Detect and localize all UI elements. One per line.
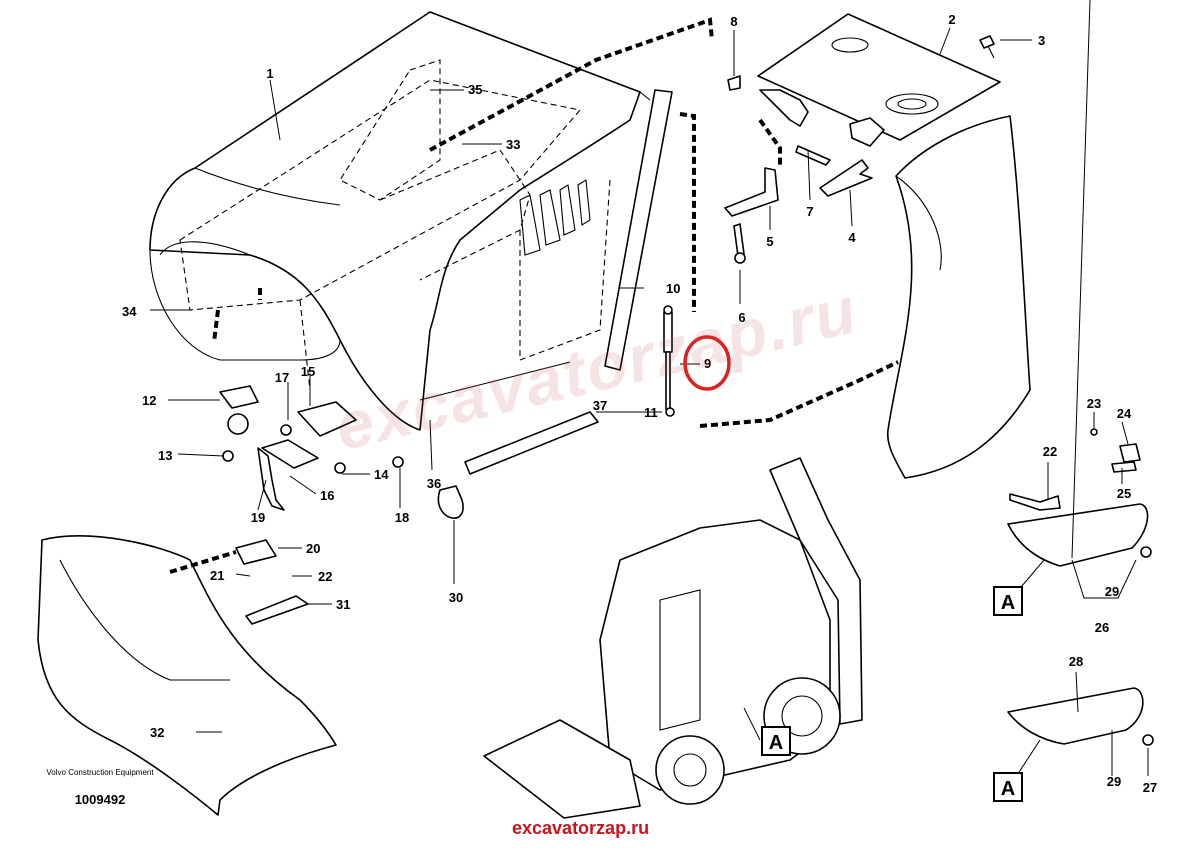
callout-12: 12 [142, 393, 156, 408]
front-grille-cover [37, 535, 337, 816]
spring-25 [1111, 461, 1137, 473]
callout-1: 1 [266, 66, 273, 81]
hinge-block [759, 89, 809, 127]
hinge-block-2 [849, 117, 885, 147]
view-a-label-3: A [769, 732, 783, 754]
callout-20: 20 [306, 541, 320, 556]
callout-9: 9 [704, 356, 711, 371]
cable-route-left [212, 288, 262, 343]
view-a-label-1: A [1001, 592, 1015, 614]
callout-3: 3 [1038, 33, 1045, 48]
highlight-circle [683, 335, 731, 391]
cable-route-top [429, 17, 714, 152]
leader-lines [150, 0, 1149, 787]
view-a-labels: A A A [761, 586, 1023, 802]
callout-18: 18 [395, 510, 409, 525]
callout-2: 2 [948, 12, 955, 27]
callout-4: 4 [848, 230, 856, 245]
lever-19 [257, 447, 285, 511]
latch-22 [1009, 493, 1061, 511]
cable-route-front [169, 550, 237, 574]
callout-16: 16 [320, 488, 334, 503]
cable-16 [261, 439, 319, 469]
callout-19: 19 [251, 510, 265, 525]
hood-seal-vertical [604, 89, 673, 371]
callout-11: 11 [644, 405, 658, 420]
callout-13: 13 [158, 448, 172, 463]
side-panel [886, 115, 1031, 479]
callout-25: 25 [1117, 486, 1131, 501]
callout-17: 17 [275, 370, 289, 385]
backhoe-loader [483, 457, 863, 819]
plate-15 [297, 401, 357, 437]
grab-handle-27 [1007, 687, 1144, 745]
callout-29-bottom: 29 [1107, 774, 1121, 789]
view-a-label-2: A [1001, 778, 1015, 800]
callout-5: 5 [766, 234, 773, 249]
clip-30 [437, 485, 464, 519]
callout-10: 10 [666, 281, 680, 296]
callout-26: 26 [1095, 620, 1109, 635]
callout-29-top: 29 [1105, 584, 1119, 599]
document-number: 1009492 [74, 792, 126, 807]
callout-35: 35 [468, 82, 482, 97]
latch-bracket-12 [219, 385, 259, 409]
bracket-5 [724, 167, 779, 217]
callout-32: 32 [150, 725, 164, 740]
gas-strut [663, 305, 675, 417]
callout-14: 14 [374, 467, 389, 482]
callout-8: 8 [730, 14, 737, 29]
nut-24 [1119, 443, 1141, 463]
callout-37: 37 [593, 398, 607, 413]
site-url: excavatorzap.ru [512, 818, 650, 838]
bolt-6 [733, 223, 745, 257]
hinge-pin [795, 145, 831, 166]
bracket-20 [235, 539, 277, 565]
grab-handle-26 [1007, 503, 1149, 567]
mounting-plate [757, 13, 1001, 141]
callout-31: 31 [336, 597, 350, 612]
hood-seal-bottom [464, 411, 599, 475]
cable-route-bracket [758, 118, 782, 166]
hinge-bracket-8 [727, 75, 741, 91]
callout-7: 7 [806, 204, 813, 219]
callout-28: 28 [1069, 654, 1083, 669]
callout-22-right: 22 [1043, 444, 1057, 459]
callout-36: 36 [427, 476, 441, 491]
callout-24: 24 [1117, 406, 1132, 421]
cable-route-strut [679, 112, 696, 312]
callout-30: 30 [449, 590, 463, 605]
callout-27: 27 [1143, 780, 1157, 795]
callout-15: 15 [301, 364, 315, 379]
callout-23: 23 [1087, 396, 1101, 411]
cable-route-right [699, 360, 899, 428]
bracket-4 [819, 159, 873, 197]
callout-labels: 1 35 33 34 12 13 17 15 16 14 18 19 36 37… [122, 12, 1157, 795]
arm-31 [245, 595, 309, 625]
manufacturer-label: Volvo Construction Equipment [46, 768, 154, 777]
callout-34: 34 [122, 304, 137, 319]
callout-33: 33 [506, 137, 520, 152]
screw [979, 35, 995, 59]
callout-6: 6 [738, 310, 745, 325]
callout-22-left: 22 [318, 569, 332, 584]
callout-21: 21 [210, 568, 224, 583]
